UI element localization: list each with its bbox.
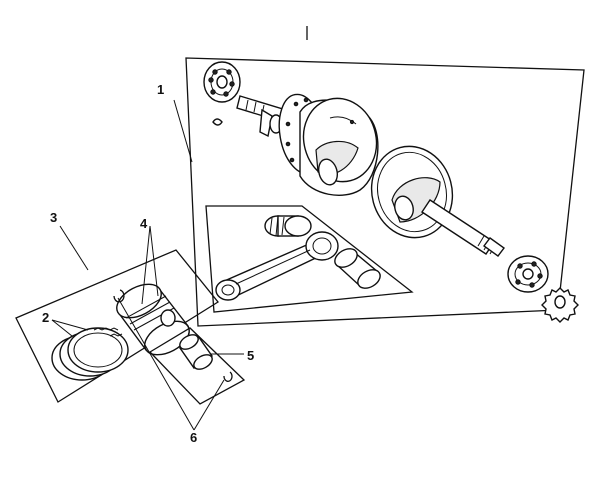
callout-4: 4 [140,216,148,231]
piston-group-frame [15,249,219,403]
piston-group [15,249,219,403]
bearing-left [203,61,241,103]
piston-pin [179,334,213,370]
crank-shaft-right [421,199,505,257]
sprocket [541,287,579,323]
crank-pin [334,248,381,289]
callout-1: 1 [157,82,164,97]
circlip-small [223,371,233,382]
bearing-right [507,255,549,293]
callout-5: 5 [247,348,254,363]
woodruff-key [212,118,223,126]
callout-2: 2 [42,310,49,325]
piston [116,283,190,356]
piston-pin-subframe [148,327,246,405]
conrod-subframe [205,205,414,313]
callout-6: 6 [190,430,197,445]
crank-shaft-left [236,95,287,138]
crank-web-left [299,97,379,196]
leader-lines [51,99,244,431]
connecting-rod [215,231,339,301]
circlip [113,289,125,303]
piston-pin-group [148,327,246,405]
needle-bearing [264,215,312,237]
callout-3: 3 [50,210,57,225]
crankshaft-group [185,57,585,327]
piston-rings [51,327,129,381]
